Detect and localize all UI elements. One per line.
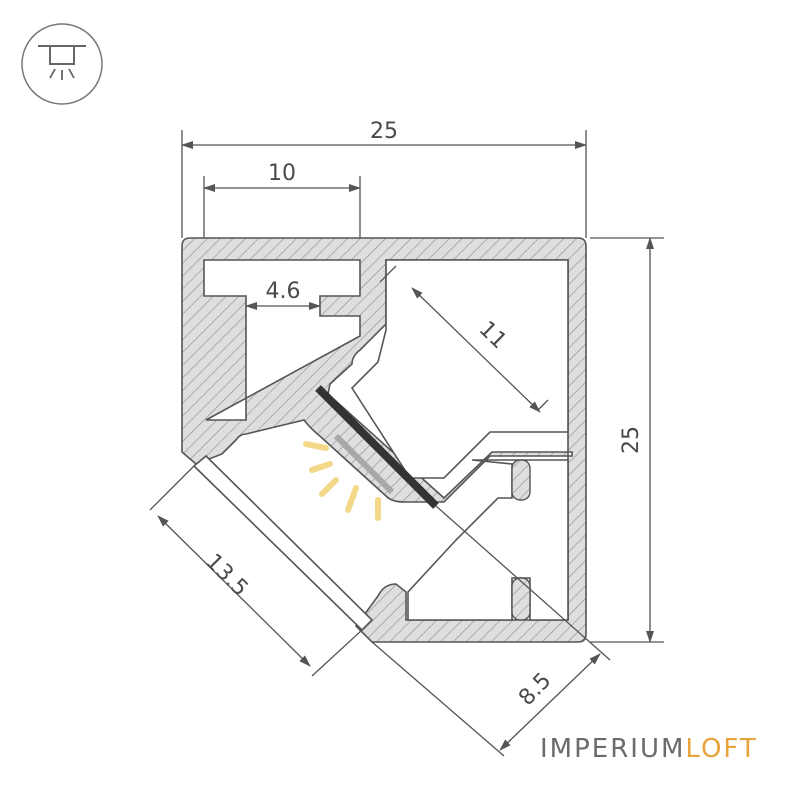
dim-slot-opening-label: 4.6 (266, 279, 301, 304)
light-rays (303, 441, 381, 521)
led-strip (315, 385, 439, 509)
ceiling-downlight-icon (21, 23, 103, 105)
dim-top-chamber-label: 10 (268, 161, 296, 186)
dimension-lines (149, 130, 664, 757)
dim-diffuser-label: 13.5 (200, 549, 252, 601)
brand-primary: IMPERIUM (540, 734, 686, 764)
dim-overall-width-label: 25 (370, 119, 398, 144)
brand-accent: LOFT (685, 734, 758, 764)
led-diffuser-glow (333, 433, 395, 495)
brand-logo: IMPERIUMLOFT (540, 734, 758, 764)
dim-overall-height-label: 25 (619, 426, 644, 454)
diffuser (192, 454, 374, 632)
dim-corner-depth-label: 8.5 (514, 668, 556, 711)
